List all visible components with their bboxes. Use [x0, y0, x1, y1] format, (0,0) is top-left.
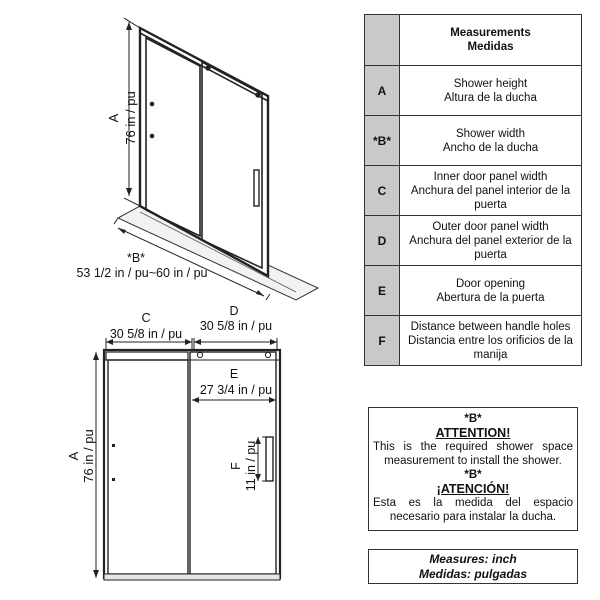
table-header-title: Measurements Medidas	[399, 14, 582, 66]
table-row: *B* Shower width Ancho de la ducha	[364, 115, 582, 166]
units-en: Measures: inch	[429, 552, 517, 566]
row-description-es: Abertura de la puerta	[436, 291, 545, 304]
attention-b-label-en: *B*	[464, 413, 482, 425]
row-description-en: Distance between handle holes	[410, 320, 571, 333]
table-header-es: Medidas	[467, 41, 514, 53]
table-header-en: Measurements	[450, 27, 531, 39]
row-description-es: Anchura del panel interior de la puerta	[410, 184, 571, 211]
row-description: Outer door panel width Anchura del panel…	[399, 215, 582, 266]
iso-label-a: A	[106, 113, 121, 122]
row-description: Shower width Ancho de la ducha	[399, 115, 582, 166]
row-description-es: Altura de la ducha	[444, 91, 537, 104]
attention-heading-es: ¡ATENCIÓN!	[436, 482, 510, 496]
table-row: A Shower height Altura de la ducha	[364, 65, 582, 116]
measurements-table: Measurements Medidas A Shower height Alt…	[364, 14, 582, 366]
row-description-en: Shower width	[455, 127, 526, 140]
front-dimension-a	[93, 352, 99, 578]
attention-text-en: This is the required shower space measur…	[373, 441, 573, 467]
row-description-en: Door opening	[455, 277, 526, 290]
row-description-en: Shower height	[453, 77, 528, 90]
iso-dimension-b	[113, 217, 271, 301]
iso-width-value: 53 1/2 in / pu~60 in / pu	[76, 266, 207, 280]
row-key: A	[364, 65, 400, 116]
table-row: C Inner door panel width Anchura del pan…	[364, 165, 582, 216]
iso-height-value: 76 in / pu	[123, 91, 138, 145]
table-header-key-cell	[364, 14, 400, 66]
front-height-value: 76 in / pu	[81, 429, 96, 483]
attention-text-es: Esta es la medida del espacio necesario …	[373, 497, 573, 523]
isometric-shower-drawing	[116, 26, 320, 301]
front-c-value: 30 5/8 in / pu	[110, 327, 182, 341]
row-description: Door opening Abertura de la puerta	[399, 265, 582, 316]
row-key: E	[364, 265, 400, 316]
row-key: D	[364, 215, 400, 266]
front-label-a: A	[66, 451, 81, 460]
row-key: *B*	[364, 115, 400, 166]
table-row: E Door opening Abertura de la puerta	[364, 265, 582, 316]
row-key: C	[364, 165, 400, 216]
attention-notice: *B* ATTENTION! This is the required show…	[368, 407, 578, 531]
row-description-es: Ancho de la ducha	[442, 141, 539, 154]
row-description: Distance between handle holes Distancia …	[399, 315, 582, 366]
row-description: Shower height Altura de la ducha	[399, 65, 582, 116]
front-e-value: 27 3/4 in / pu	[200, 383, 272, 397]
front-label-d: D	[229, 304, 238, 318]
row-description-es: Anchura del panel exterior de la puerta	[409, 234, 572, 261]
row-description: Inner door panel width Anchura del panel…	[399, 165, 582, 216]
attention-heading-en: ATTENTION!	[435, 426, 511, 440]
front-dimension-e	[192, 397, 276, 403]
front-label-e: E	[230, 367, 238, 381]
front-f-value: 11 in / pu	[244, 441, 258, 492]
attention-b-label-es: *B*	[464, 469, 482, 481]
row-description-en: Inner door panel width	[433, 170, 548, 183]
table-header-row: Measurements Medidas	[364, 14, 582, 66]
front-label-f: F	[229, 462, 243, 470]
row-description-es: Distancia entre los orificios de la mani…	[408, 334, 573, 361]
iso-dimension-a	[123, 17, 141, 207]
row-key: F	[364, 315, 400, 366]
front-dimension-f	[255, 437, 261, 481]
front-d-value: 30 5/8 in / pu	[200, 319, 272, 333]
table-row: D Outer door panel width Anchura del pan…	[364, 215, 582, 266]
units-es: Medidas: pulgadas	[418, 567, 528, 581]
units-notice: Measures: inch Medidas: pulgadas	[368, 549, 578, 584]
front-shower-drawing	[102, 348, 282, 581]
front-dimension-d	[193, 338, 278, 352]
table-row: F Distance between handle holes Distanci…	[364, 315, 582, 366]
front-label-c: C	[141, 311, 150, 325]
iso-label-b: *B*	[127, 251, 145, 265]
row-description-en: Outer door panel width	[432, 220, 549, 233]
